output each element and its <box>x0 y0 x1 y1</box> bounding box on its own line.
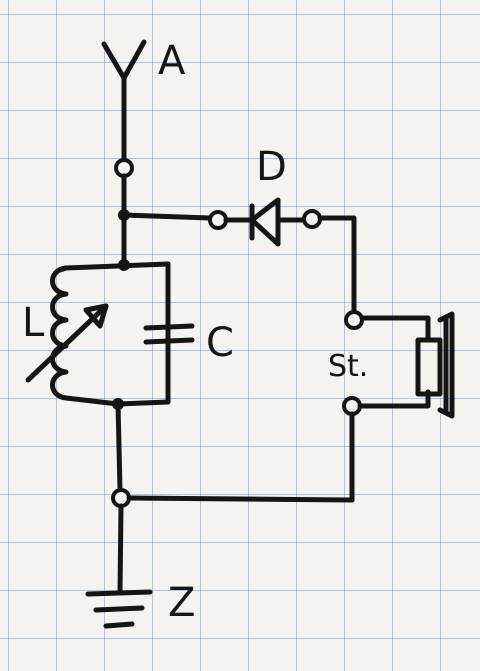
headphone-symbol <box>357 311 455 419</box>
wire-to-diode <box>121 212 213 221</box>
wire-lc-top <box>63 261 171 407</box>
capacitor-label: C <box>206 320 234 366</box>
wire-bottom-horizontal <box>126 495 355 503</box>
headphone-terminal-top <box>344 310 364 330</box>
inductor-label: L <box>22 300 45 346</box>
capacitor-symbol <box>143 261 195 405</box>
wire-right-vertical <box>317 215 357 315</box>
ground-symbol <box>85 503 153 629</box>
antenna-symbol <box>101 39 147 163</box>
wire-trunk-bottom <box>115 401 123 493</box>
variable-tuning-arrow <box>25 303 109 383</box>
diode-symbol <box>249 197 307 247</box>
antenna-label: A <box>158 38 186 84</box>
ground-label: Z <box>168 580 195 626</box>
diode-terminal-right <box>302 209 322 229</box>
diode-label: D <box>256 144 287 190</box>
inductor-coil <box>50 265 121 407</box>
headphone-label: St. <box>328 349 368 384</box>
